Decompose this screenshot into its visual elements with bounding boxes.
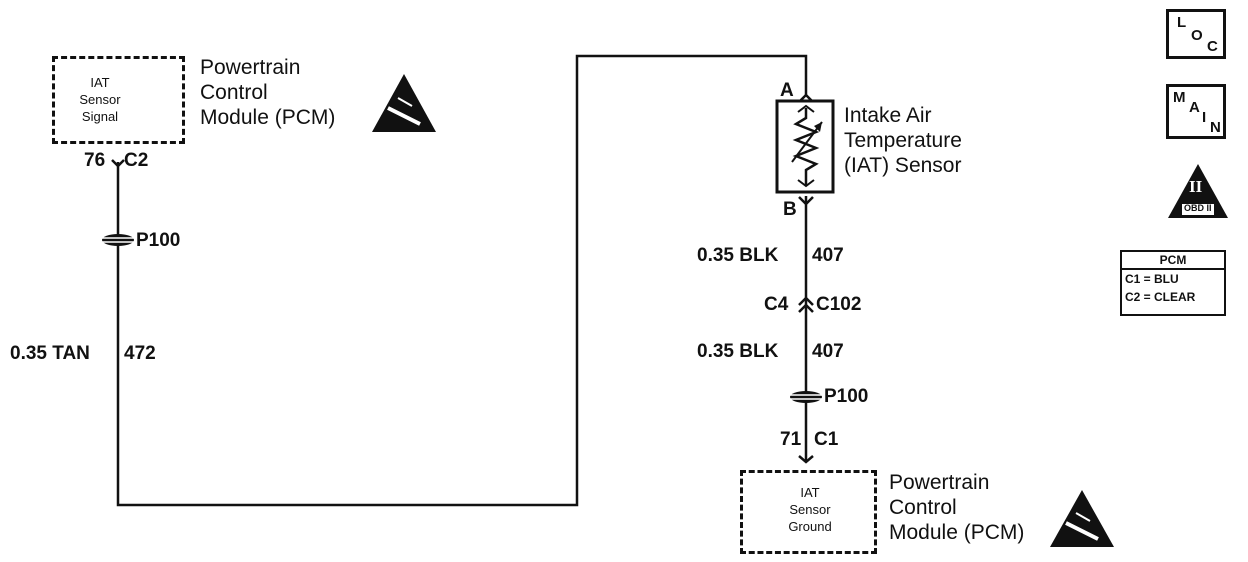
pcm-signal-pin: 76 [84, 150, 106, 171]
loc-icon: L O C [1166, 9, 1226, 59]
esd-warning-icon-top [372, 74, 436, 132]
wire-472 [116, 54, 808, 507]
terminal-b-label: B [783, 199, 797, 220]
obd-ii-roman: II [1189, 177, 1203, 196]
splice-left-icon [100, 234, 136, 246]
terminal-a-label: A [780, 80, 794, 101]
left-wire-circuit: 472 [124, 343, 156, 364]
inline-connector-left: C4 [764, 294, 789, 315]
obd-ii-label: OBD II [1184, 203, 1212, 213]
connector-c102-symbol [798, 296, 814, 313]
obd-ii-icon [1168, 164, 1228, 218]
pcm-ground-box-text: IAT Sensor Ground [788, 485, 832, 534]
connector-c1-symbol [798, 455, 814, 464]
pcm-legend-row-c1: C1 = BLU [1125, 272, 1179, 286]
right-wire-upper-circuit: 407 [812, 245, 844, 266]
left-splice-label: P100 [136, 230, 181, 251]
right-wire-lower-circuit: 407 [812, 341, 844, 362]
splice-right-icon [788, 391, 824, 403]
main-icon: M A I N [1166, 84, 1226, 139]
right-wire-upper-gauge-color: 0.35 BLK [697, 245, 779, 266]
connector-c2-symbol [111, 159, 125, 168]
left-wire-gauge-color: 0.35 TAN [10, 343, 90, 364]
terminal-b-symbol [798, 196, 814, 206]
inline-connector-right: C102 [816, 294, 862, 315]
iat-sensor-symbol [775, 99, 835, 194]
pcm-signal-module-label: Powertrain Control Module (PCM) [200, 56, 336, 129]
right-wire-lower-gauge-color: 0.35 BLK [697, 341, 779, 362]
iat-sensor-label: Intake Air Temperature (IAT) Sensor [844, 104, 962, 177]
pcm-connector-legend: PCM C1 = BLU C2 = CLEAR [1120, 250, 1226, 316]
right-splice-label: P100 [824, 386, 869, 407]
pcm-legend-title: PCM [1122, 252, 1224, 270]
pcm-ground-module-label: Powertrain Control Module (PCM) [889, 471, 1025, 544]
pcm-legend-row-c2: C2 = CLEAR [1125, 290, 1196, 304]
pcm-signal-box-text: IAT Sensor Signal [79, 75, 121, 124]
esd-warning-icon-bottom [1050, 490, 1114, 547]
pcm-ground-box [740, 470, 877, 554]
pcm-ground-connector: C1 [814, 429, 839, 450]
pcm-signal-connector: C2 [124, 150, 149, 171]
pcm-ground-pin: 71 [780, 429, 802, 450]
pcm-signal-box [52, 56, 185, 144]
